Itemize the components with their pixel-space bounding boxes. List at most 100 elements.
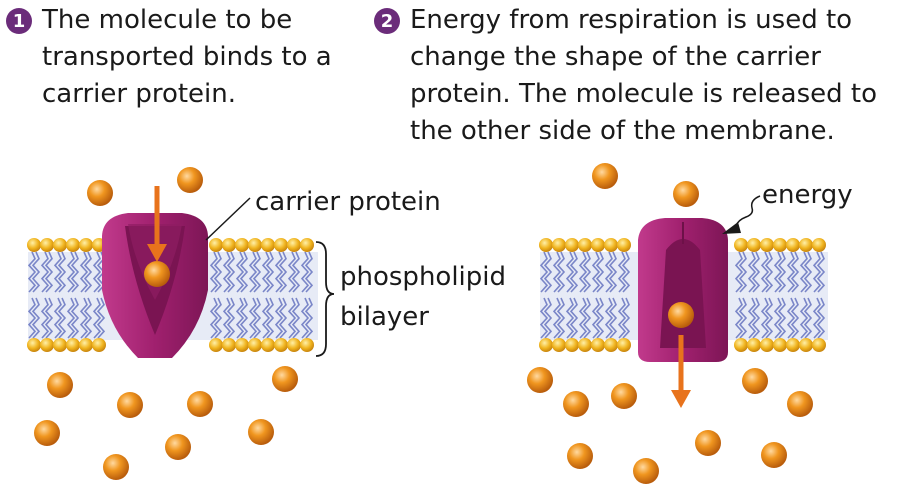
- carrier-protein-changed-shape: [638, 218, 728, 362]
- lipid-head: [539, 338, 553, 352]
- molecule: [177, 167, 203, 193]
- lipid-head: [235, 238, 249, 252]
- lipid-head: [799, 338, 813, 352]
- lipid-head: [604, 238, 618, 252]
- energy-label: energy: [762, 180, 853, 210]
- lipid-head: [222, 238, 236, 252]
- molecule: [103, 454, 129, 480]
- lipid-head: [747, 338, 761, 352]
- lipid-head: [591, 338, 605, 352]
- molecule: [248, 419, 274, 445]
- lipid-head: [79, 338, 93, 352]
- inward-arrow-icon: [147, 186, 167, 262]
- molecule: [592, 163, 618, 189]
- lipid-head: [812, 238, 826, 252]
- lipid-head: [734, 338, 748, 352]
- step-2: 2 Energy from respiration is used to cha…: [374, 2, 904, 150]
- molecule: [34, 420, 60, 446]
- lipid-head: [773, 238, 787, 252]
- lipid-head: [591, 238, 605, 252]
- energy-pointer-icon: [722, 195, 761, 234]
- lipid-head: [552, 338, 566, 352]
- lipid-head: [565, 338, 579, 352]
- lipid-head: [235, 338, 249, 352]
- lipid-head: [274, 338, 288, 352]
- lipid-head: [248, 338, 262, 352]
- molecule: [742, 368, 768, 394]
- lipid-head: [287, 338, 301, 352]
- bilayer-label: bilayer: [340, 302, 429, 332]
- free-molecules: [34, 163, 813, 484]
- lipid-head: [53, 338, 67, 352]
- lipid-heads-right: [539, 238, 826, 352]
- lipid-head: [578, 238, 592, 252]
- step-1-text: The molecule to be transported binds to …: [42, 5, 332, 109]
- released-molecule: [668, 302, 694, 328]
- molecule: [695, 430, 721, 456]
- molecule: [567, 443, 593, 469]
- step-2-number-badge: 2: [374, 8, 400, 34]
- lipid-head: [760, 238, 774, 252]
- carrier-protein-label: carrier protein: [255, 187, 441, 217]
- lipid-head: [274, 238, 288, 252]
- molecule: [272, 366, 298, 392]
- bilayer-brace: [315, 241, 335, 357]
- step-1-number-badge: 1: [6, 8, 32, 34]
- lipid-head: [40, 338, 54, 352]
- molecule: [787, 391, 813, 417]
- lipid-head: [786, 238, 800, 252]
- lipid-head: [604, 338, 618, 352]
- molecule: [47, 372, 73, 398]
- lipid-head: [734, 238, 748, 252]
- carrier-protein-leader-line: [205, 197, 251, 241]
- molecule: [117, 392, 143, 418]
- step-1: 1 The molecule to be transported binds t…: [6, 2, 346, 113]
- lipid-head: [92, 338, 106, 352]
- molecule: [87, 180, 113, 206]
- step-2-text: Energy from respiration is used to chang…: [410, 5, 877, 146]
- molecule: [527, 367, 553, 393]
- lipid-head: [261, 238, 275, 252]
- molecule: [633, 458, 659, 484]
- lipid-head: [248, 238, 262, 252]
- lipid-head: [617, 338, 631, 352]
- lipid-head: [617, 238, 631, 252]
- lipid-head: [578, 338, 592, 352]
- lipid-head: [287, 238, 301, 252]
- lipid-head: [79, 238, 93, 252]
- lipid-head: [40, 238, 54, 252]
- lipid-head: [552, 238, 566, 252]
- phospholipid-label: phospholipid: [340, 262, 507, 292]
- molecule: [165, 434, 191, 460]
- lipid-head: [300, 338, 314, 352]
- molecule: [761, 442, 787, 468]
- lipid-head: [209, 238, 223, 252]
- lipid-head: [27, 338, 41, 352]
- bound-molecule: [144, 261, 170, 287]
- lipid-head: [747, 238, 761, 252]
- molecule: [563, 391, 589, 417]
- lipid-head: [209, 338, 223, 352]
- molecule: [187, 391, 213, 417]
- lipid-head: [799, 238, 813, 252]
- lipid-head: [222, 338, 236, 352]
- molecule: [673, 181, 699, 207]
- lipid-head: [300, 238, 314, 252]
- lipid-head: [786, 338, 800, 352]
- lipid-head: [812, 338, 826, 352]
- molecule: [611, 383, 637, 409]
- release-arrow-icon: [671, 335, 691, 408]
- lipid-head: [261, 338, 275, 352]
- lipid-head: [53, 238, 67, 252]
- lipid-head: [66, 338, 80, 352]
- lipid-tails-right: [539, 251, 826, 339]
- lipid-head: [27, 238, 41, 252]
- lipid-head: [773, 338, 787, 352]
- lipid-head: [760, 338, 774, 352]
- lipid-head: [539, 238, 553, 252]
- lipid-head: [66, 238, 80, 252]
- lipid-head: [565, 238, 579, 252]
- lipid-heads-left: [27, 238, 314, 352]
- lipid-tails-left: [27, 251, 314, 339]
